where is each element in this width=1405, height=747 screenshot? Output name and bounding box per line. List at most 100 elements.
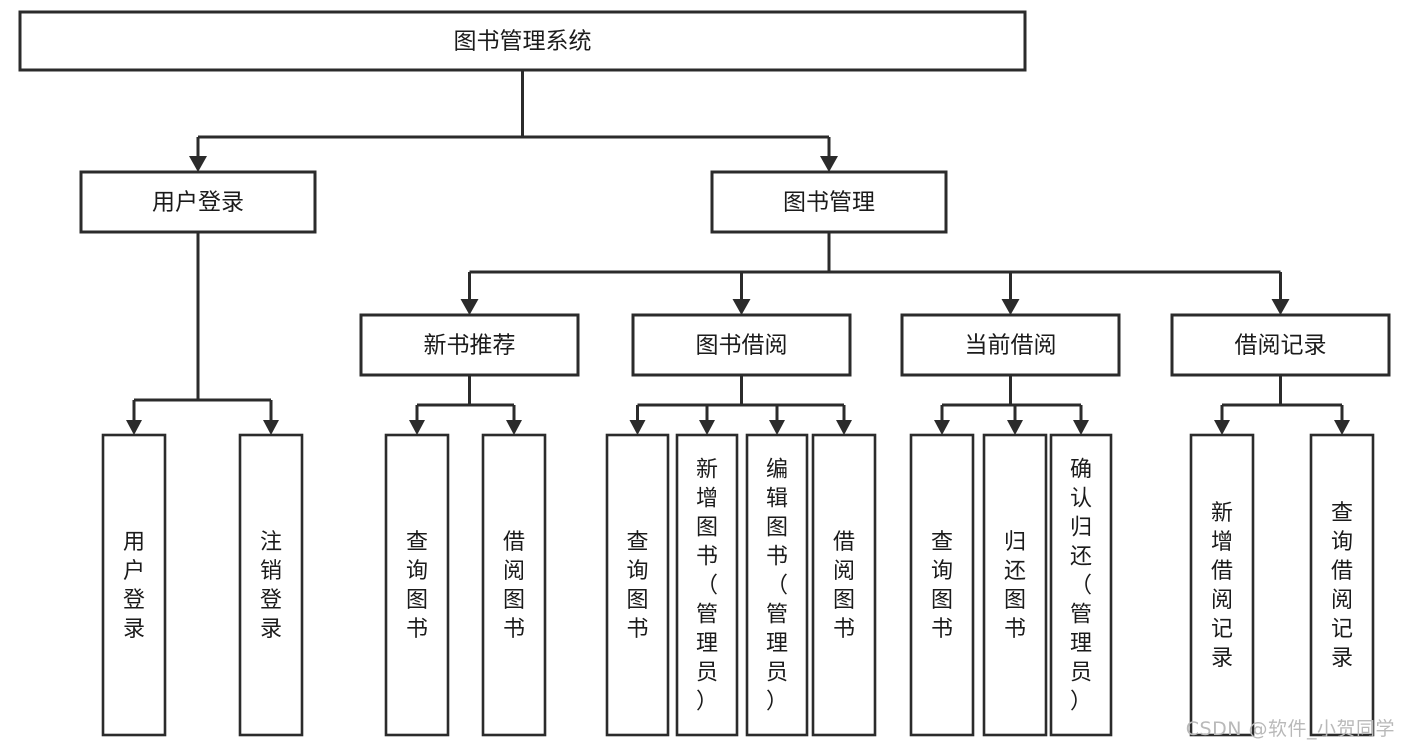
svg-text:管: 管 xyxy=(1070,603,1092,628)
arrow-head-icon xyxy=(629,420,646,435)
node-label-new-book-recommend: 新书推荐 xyxy=(424,333,516,359)
svg-text:理: 理 xyxy=(696,632,718,657)
node-box-user-login[interactable] xyxy=(79,170,317,234)
node-box-leaf-edit-book[interactable] xyxy=(745,433,809,737)
svg-text:阅: 阅 xyxy=(833,559,855,584)
svg-text:录: 录 xyxy=(1211,646,1233,671)
svg-text:查: 查 xyxy=(931,530,953,555)
node-box-current-borrow[interactable] xyxy=(900,313,1121,377)
svg-text:阅: 阅 xyxy=(503,559,525,584)
svg-text:书: 书 xyxy=(931,617,953,642)
svg-text:阅: 阅 xyxy=(1211,588,1233,613)
node-box-root[interactable] xyxy=(18,10,1027,72)
svg-text:借: 借 xyxy=(833,530,855,555)
node-label-book-borrow: 图书借阅 xyxy=(696,333,788,359)
svg-text:图: 图 xyxy=(931,588,953,613)
node-label-current-borrow: 当前借阅 xyxy=(965,333,1057,359)
svg-text:询: 询 xyxy=(406,559,428,584)
svg-text:管: 管 xyxy=(766,603,788,628)
arrow-head-icon xyxy=(126,420,142,435)
node-box-leaf-user-logout[interactable] xyxy=(238,433,304,737)
svg-text:员: 员 xyxy=(1070,661,1092,686)
svg-text:（: （ xyxy=(1070,574,1092,599)
node-label-book-management: 图书管理 xyxy=(783,190,875,216)
svg-text:录: 录 xyxy=(123,617,145,642)
svg-text:借: 借 xyxy=(1211,559,1233,584)
node-box-new-book-recommend[interactable] xyxy=(359,313,580,377)
node-label-borrow-record: 借阅记录 xyxy=(1235,333,1327,359)
svg-text:书: 书 xyxy=(626,617,648,642)
node-box-leaf-query-record[interactable] xyxy=(1309,433,1375,737)
svg-text:登: 登 xyxy=(123,588,145,613)
svg-text:新: 新 xyxy=(1211,501,1233,526)
svg-text:员: 员 xyxy=(696,661,718,686)
arrow-head-icon xyxy=(189,156,207,172)
svg-text:注: 注 xyxy=(260,530,282,555)
svg-text:书: 书 xyxy=(1004,617,1026,642)
svg-text:理: 理 xyxy=(1070,632,1092,657)
node-box-leaf-query-book-3[interactable] xyxy=(909,433,975,737)
node-box-leaf-add-book[interactable] xyxy=(675,433,739,737)
svg-text:增: 增 xyxy=(1211,530,1233,555)
arrow-head-icon xyxy=(1001,299,1020,315)
svg-text:查: 查 xyxy=(1331,501,1353,526)
arrow-head-icon xyxy=(506,420,522,435)
svg-text:销: 销 xyxy=(260,559,282,584)
node-box-leaf-query-book-2[interactable] xyxy=(605,433,670,737)
node-label-user-login: 用户登录 xyxy=(152,190,244,216)
svg-text:录: 录 xyxy=(1331,646,1353,671)
nodes-layer: 图书管理系统用户登录图书管理新书推荐图书借阅当前借阅借阅记录用户登录注销登录查询… xyxy=(18,10,1391,737)
svg-text:理: 理 xyxy=(766,632,788,657)
arrow-head-icon xyxy=(836,420,852,435)
node-box-leaf-borrow-book-2[interactable] xyxy=(811,433,877,737)
svg-text:还: 还 xyxy=(1070,545,1092,570)
svg-text:登: 登 xyxy=(260,588,282,613)
arrow-head-icon xyxy=(1073,420,1089,435)
svg-text:查: 查 xyxy=(406,530,428,555)
svg-text:）: ） xyxy=(696,690,718,715)
node-box-leaf-confirm-return[interactable] xyxy=(1049,433,1113,737)
svg-text:图: 图 xyxy=(406,588,428,613)
svg-text:（: （ xyxy=(766,574,788,599)
arrow-head-icon xyxy=(460,299,479,315)
svg-text:图: 图 xyxy=(503,588,525,613)
svg-text:书: 书 xyxy=(406,617,428,642)
arrow-head-icon xyxy=(769,420,785,435)
arrow-head-icon xyxy=(263,420,279,435)
svg-text:确: 确 xyxy=(1070,458,1092,483)
svg-text:图: 图 xyxy=(766,516,788,541)
edges-layer xyxy=(126,70,1350,435)
svg-text:询: 询 xyxy=(1331,530,1353,555)
svg-text:借: 借 xyxy=(1331,559,1353,584)
arrow-head-icon xyxy=(699,420,715,435)
svg-text:图: 图 xyxy=(1004,588,1026,613)
node-box-borrow-record[interactable] xyxy=(1170,313,1391,377)
node-box-book-borrow[interactable] xyxy=(631,313,852,377)
node-box-book-management[interactable] xyxy=(710,170,948,234)
svg-text:）: ） xyxy=(1070,690,1092,715)
svg-text:询: 询 xyxy=(931,559,953,584)
arrow-head-icon xyxy=(820,156,838,172)
svg-text:辑: 辑 xyxy=(766,487,788,512)
node-box-leaf-return-book[interactable] xyxy=(982,433,1048,737)
svg-text:图: 图 xyxy=(833,588,855,613)
arrow-head-icon xyxy=(1007,420,1023,435)
node-box-leaf-user-login[interactable] xyxy=(101,433,167,737)
node-box-leaf-borrow-book-1[interactable] xyxy=(481,433,547,737)
svg-text:记: 记 xyxy=(1211,617,1233,642)
node-box-leaf-add-record[interactable] xyxy=(1189,433,1255,737)
arrow-head-icon xyxy=(1334,420,1350,435)
node-box-leaf-query-book-1[interactable] xyxy=(384,433,450,737)
svg-text:记: 记 xyxy=(1331,617,1353,642)
svg-text:增: 增 xyxy=(696,487,718,512)
